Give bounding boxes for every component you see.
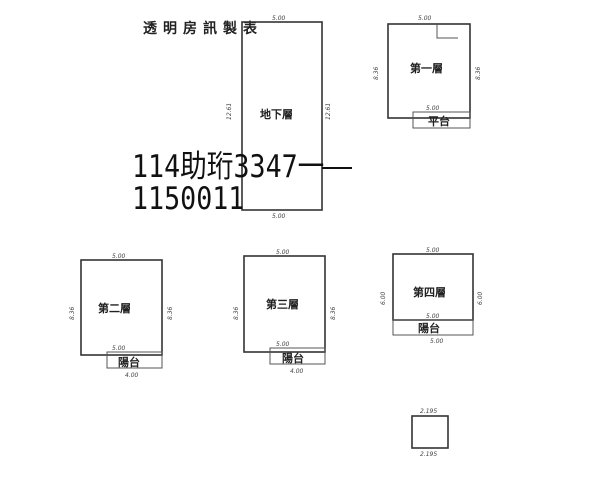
second-floor-outline	[80, 259, 163, 356]
floor-label: 第二層	[98, 301, 131, 315]
balcony-outline	[392, 319, 474, 336]
stamp-line-1: 114助珩3347一	[132, 149, 325, 185]
fourth-floor-plan: 5.00 5.00 5.00 6.00 6.00 第四層 陽台	[380, 247, 484, 345]
first-floor-plan: 5.00 5.00 8.36 8.36 第一層 平台	[373, 15, 482, 129]
dimension: 8.36	[475, 66, 482, 80]
document-title: 透明房訊製表	[143, 21, 263, 37]
first-floor-outline	[387, 23, 471, 119]
floor-label: 第四層	[413, 285, 446, 299]
dimension: 8.36	[330, 306, 337, 320]
dimension: 2.195	[420, 408, 437, 415]
dimension: 5.00	[272, 15, 286, 22]
roof-outline	[411, 415, 449, 449]
dimension: 4.00	[290, 368, 304, 375]
basement-outline	[241, 21, 323, 211]
dimension: 12.61	[325, 103, 332, 120]
balcony-label: 陽台	[418, 321, 440, 335]
roof-plan: 2.195 2.195	[411, 408, 449, 458]
balcony-outline	[269, 347, 326, 365]
dimension: 8.36	[233, 306, 240, 320]
second-floor-plan: 5.00 5.00 4.00 8.36 8.36 第二層 陽台	[69, 253, 174, 379]
basement-plan: 5.00 12.61 12.61 5.00 地下層	[226, 15, 332, 220]
dimension: 8.36	[167, 306, 174, 320]
dimension: 5.00	[112, 345, 126, 352]
dimension: 5.00	[418, 15, 432, 22]
dimension: 4.00	[125, 372, 139, 379]
dimension: 2.195	[420, 451, 437, 458]
dimension: 5.00	[272, 213, 286, 220]
dimension: 5.00	[276, 341, 290, 348]
dimension: 12.61	[226, 103, 233, 120]
balcony-label: 陽台	[118, 355, 140, 369]
balcony-label: 平台	[428, 114, 450, 128]
floor-label: 地下層	[260, 107, 293, 121]
dimension: 8.36	[373, 66, 380, 80]
stair-outline	[436, 24, 458, 39]
dimension: 8.36	[69, 306, 76, 320]
dimension: 5.00	[426, 247, 440, 254]
third-floor-outline	[243, 255, 326, 353]
dimension: 6.00	[477, 291, 484, 305]
dimension: 5.00	[430, 338, 444, 345]
balcony-label: 陽台	[282, 351, 304, 365]
dimension: 5.00	[426, 105, 440, 112]
third-floor-plan: 5.00 5.00 4.00 8.36 8.36 第三層 陽台	[233, 249, 337, 375]
dimension: 5.00	[276, 249, 290, 256]
stamp-line-2: 1150011	[132, 181, 245, 217]
floor-label: 第三層	[266, 297, 299, 311]
floor-label: 第一層	[410, 61, 443, 75]
dimension: 6.00	[380, 291, 387, 305]
dimension: 5.00	[112, 253, 126, 260]
balcony-outline	[106, 351, 163, 369]
dimension: 5.00	[426, 313, 440, 320]
balcony-outline	[412, 111, 471, 129]
